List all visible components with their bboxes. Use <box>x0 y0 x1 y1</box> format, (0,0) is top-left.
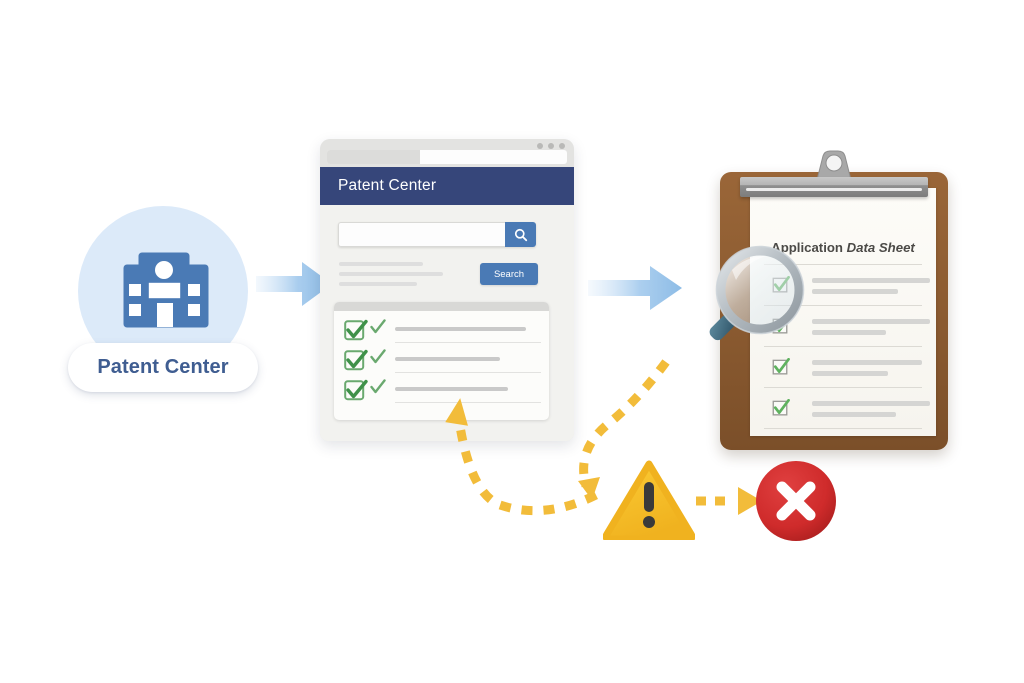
clipboard-divider <box>764 387 922 388</box>
browser-checklist-panel <box>334 302 549 420</box>
browser-app-header: Patent Center <box>320 167 574 205</box>
clipboard-divider <box>764 264 922 265</box>
placeholder-line <box>339 272 443 276</box>
browser-titlebar <box>320 139 574 167</box>
patent-center-source-node: Patent Center <box>68 206 258 406</box>
check-tick-icon <box>370 379 386 394</box>
clipboard-divider <box>764 305 922 306</box>
check-tick-icon <box>370 349 386 364</box>
checklist-row-divider <box>395 402 541 403</box>
clipboard-row-text <box>812 319 930 324</box>
placeholder-line <box>339 282 417 286</box>
address-bar-fill <box>327 150 420 164</box>
search-button-label: Search <box>493 268 525 280</box>
checklist-row <box>343 316 541 346</box>
window-dot-1[interactable] <box>537 143 543 149</box>
magnifier-icon <box>514 228 527 241</box>
checklist-panel-header <box>334 302 549 311</box>
placeholder-text-lines <box>339 262 443 292</box>
clipboard-clip-bar <box>740 177 928 197</box>
placeholder-line <box>339 262 423 266</box>
checklist-row <box>343 346 541 376</box>
search-input[interactable] <box>338 222 505 247</box>
search-button[interactable]: Search <box>480 263 538 285</box>
browser-content-area: Search <box>320 205 574 441</box>
arrowhead-down-right <box>578 477 600 500</box>
clipboard-row-text <box>812 371 888 376</box>
checklist-row <box>343 376 541 406</box>
clipboard-title: Application Data Sheet <box>750 240 936 255</box>
patent-center-browser-window: Patent Center Search <box>320 139 574 441</box>
clipboard-row-text <box>812 360 922 365</box>
flow-arrow-1-icon <box>256 262 332 306</box>
clipboard-row-text <box>812 412 896 417</box>
clipboard-row-text <box>812 401 930 406</box>
checked-box-icon[interactable] <box>772 399 790 417</box>
flow-arrow-2-icon <box>588 266 682 310</box>
clipboard-row-text <box>812 330 886 335</box>
magnifying-glass-icon[interactable] <box>702 244 806 356</box>
clipboard-divider <box>764 428 922 429</box>
clipboard-row-text <box>812 289 898 294</box>
checklist-row-text <box>395 387 508 391</box>
check-tick-icon <box>370 319 386 334</box>
clip-bar-highlight <box>746 188 922 191</box>
patent-center-label-pill: Patent Center <box>68 343 258 392</box>
window-controls[interactable] <box>537 143 565 149</box>
clipboard-divider <box>764 346 922 347</box>
checklist-row-divider <box>395 342 541 343</box>
checklist-row-text <box>395 327 526 331</box>
window-dot-2[interactable] <box>548 143 554 149</box>
office-building-icon <box>123 252 209 328</box>
patent-center-label-text: Patent Center <box>97 356 229 378</box>
window-dot-3[interactable] <box>559 143 565 149</box>
search-submit-icon-button[interactable] <box>505 222 536 247</box>
checklist-row-divider <box>395 372 541 373</box>
warning-triangle-icon[interactable] <box>603 460 695 540</box>
checked-box-icon[interactable] <box>343 318 369 344</box>
checklist-row-text <box>395 357 500 361</box>
clipboard-title-regular: Application <box>771 240 847 255</box>
error-cross-circle-icon[interactable] <box>753 458 839 544</box>
checked-box-icon[interactable] <box>772 358 790 376</box>
clipboard-clip-icon <box>815 150 853 184</box>
checked-box-icon[interactable] <box>343 348 369 374</box>
checked-box-icon[interactable] <box>343 378 369 404</box>
clipboard-title-italic: Data Sheet <box>846 240 915 255</box>
search-bar[interactable] <box>338 222 536 247</box>
clipboard-row-text <box>812 278 930 283</box>
browser-app-title: Patent Center <box>338 177 437 194</box>
browser-address-bar[interactable] <box>327 150 567 164</box>
